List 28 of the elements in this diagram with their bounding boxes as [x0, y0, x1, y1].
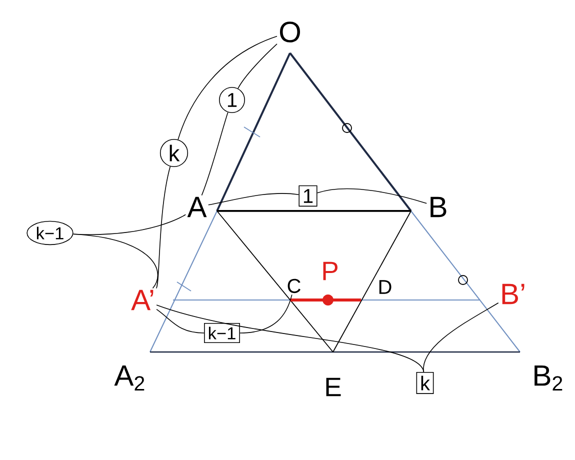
leader-line: [240, 294, 292, 334]
leader-line: [156, 304, 424, 372]
point-label: B’: [502, 284, 524, 304]
point-label: D: [379, 280, 392, 294]
leader-line: [238, 44, 278, 89]
boxed-label: 1: [298, 185, 318, 207]
point-label: O: [280, 22, 300, 42]
point-label: P: [323, 262, 338, 280]
point-label: A: [187, 196, 207, 218]
boxed-label: k−1: [204, 322, 240, 343]
leader-line: [208, 193, 300, 206]
leader-line: [72, 234, 158, 289]
circled-label: 1: [219, 87, 245, 113]
leader-line: [156, 166, 171, 289]
point-label: E: [326, 378, 341, 396]
point-label: B: [430, 196, 446, 218]
point-label: A’: [131, 290, 154, 310]
leader-line: [201, 112, 228, 196]
point-label: C: [288, 278, 300, 294]
leader-line: [423, 302, 499, 372]
leader-line: [316, 188, 428, 204]
leader-line: [178, 36, 278, 140]
point-label: A$_{2}$: [114, 366, 144, 390]
oval-label: k−1: [26, 220, 74, 246]
boxed-label: k: [416, 372, 434, 394]
leader-line: [156, 308, 204, 334]
point-label: B$_{2}$: [534, 366, 562, 390]
circled-label: k: [160, 138, 188, 168]
